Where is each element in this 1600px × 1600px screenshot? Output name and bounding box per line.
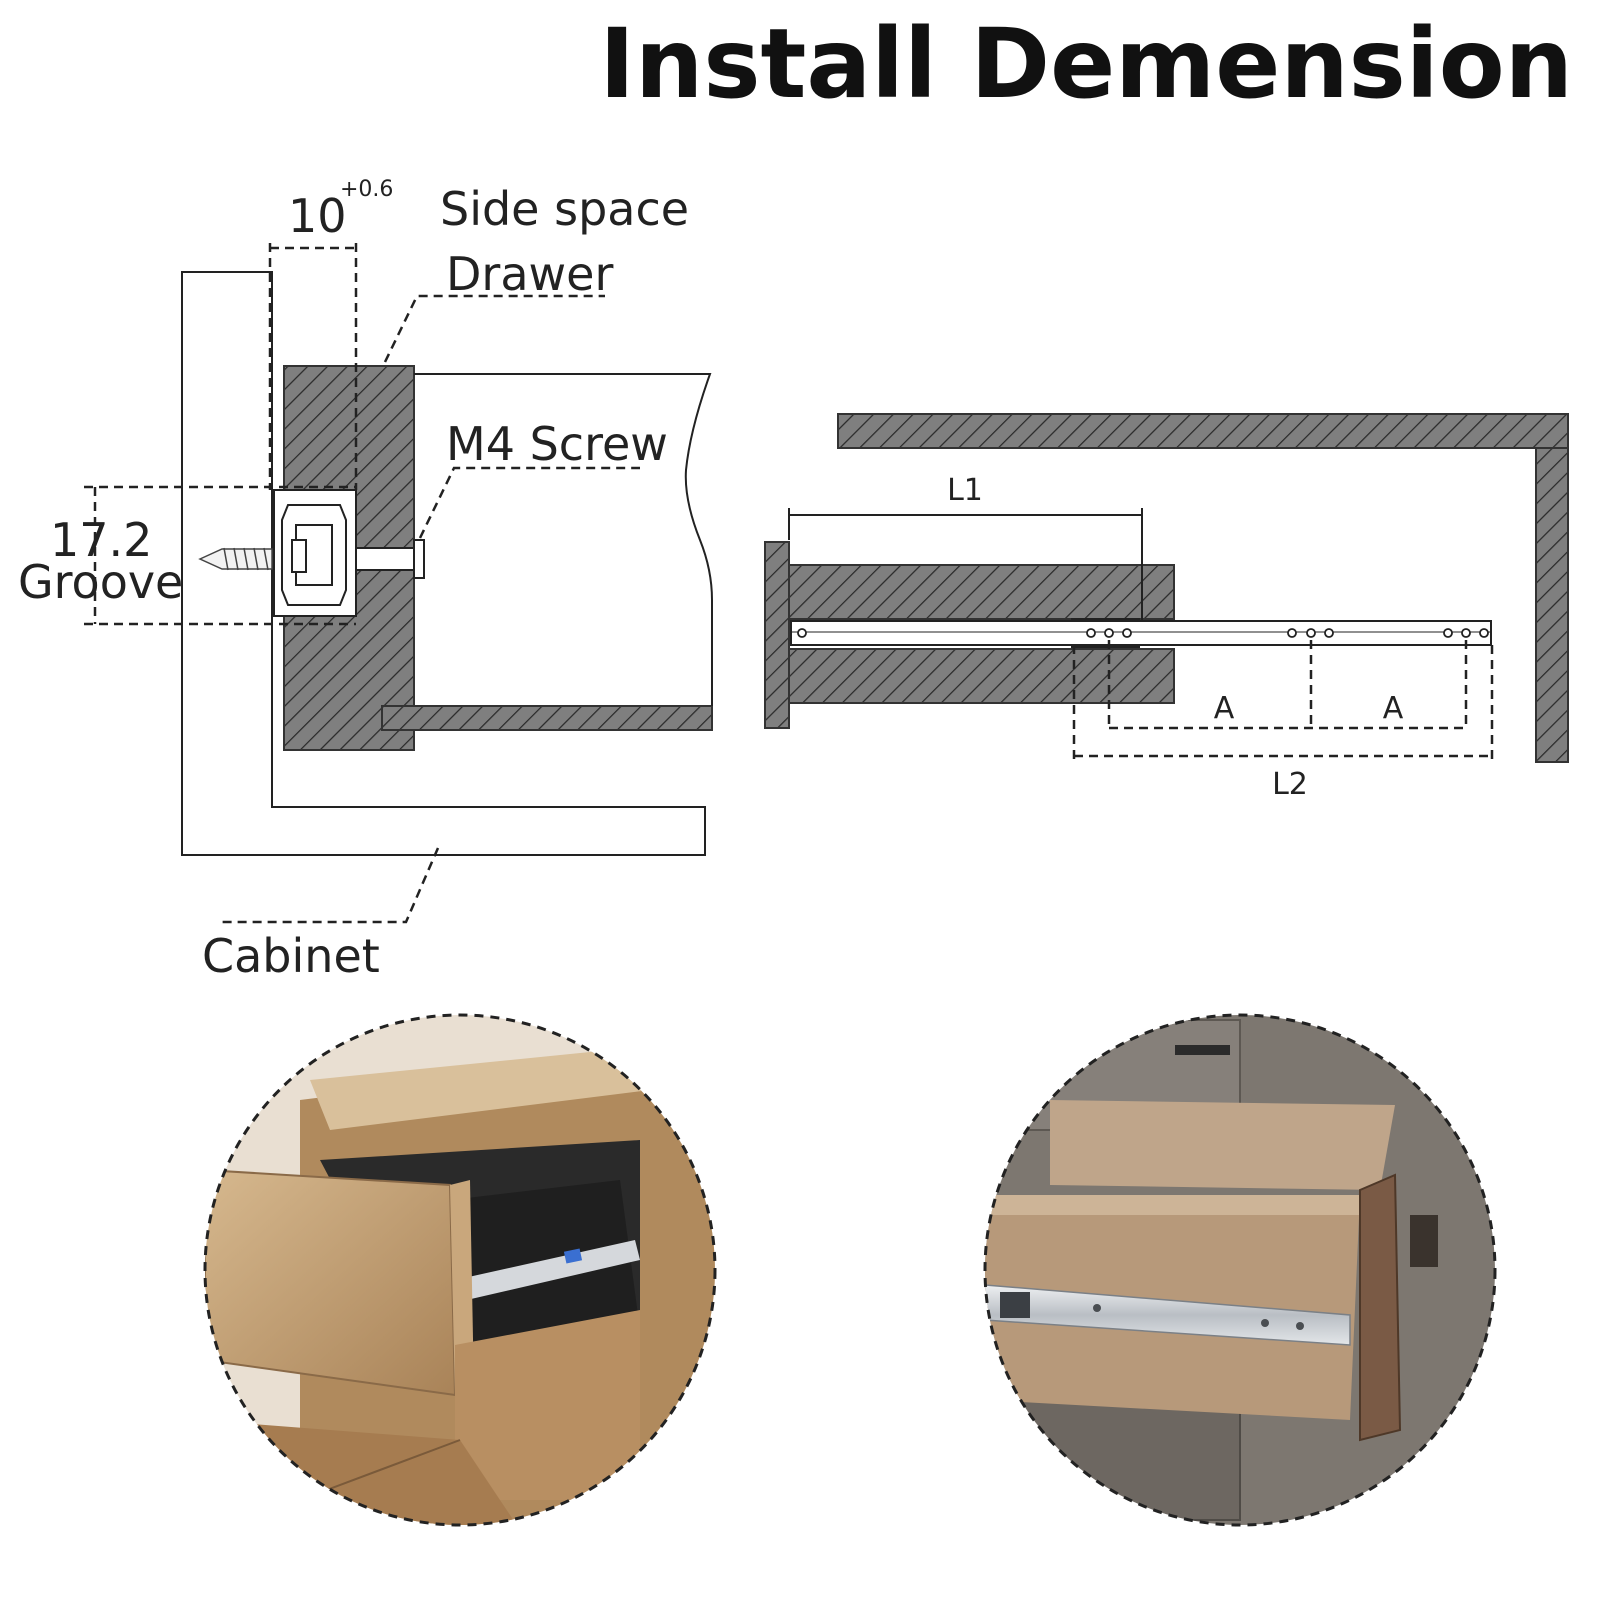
side-space-label: Side space	[440, 182, 689, 236]
side-space-tolerance: +0.6	[340, 177, 393, 202]
cross-section-diagram: 10 +0.6 Side space Drawer M4 Screw 17.2 …	[18, 177, 713, 983]
cabinet-label: Cabinet	[202, 929, 380, 983]
cabinet-outline	[181, 271, 706, 856]
screw-head	[413, 539, 425, 579]
slide-rail-icon	[790, 618, 1492, 648]
drawer-box-outline	[414, 373, 713, 706]
a-right-label: A	[1383, 691, 1404, 726]
drawer-photo-right	[983, 1013, 1497, 1527]
drawer-bottom-panel	[381, 705, 713, 731]
groove-dimension-lines	[84, 485, 356, 626]
groove-value: 17.2	[50, 513, 152, 567]
slide-rail-inner	[281, 504, 347, 606]
side-space-value: 10	[288, 189, 347, 243]
groove-label: Groove	[18, 555, 183, 609]
drawer-side-lower	[788, 648, 1175, 704]
side-space-dimension-lines	[268, 243, 358, 490]
drawer-front-panel	[764, 541, 790, 729]
l2-label: L2	[1272, 767, 1308, 802]
slide-rail-ball	[291, 539, 307, 573]
cabinet-leader-line	[220, 847, 440, 924]
drawer-photo-left	[203, 1013, 717, 1527]
a-dimension-lines	[1107, 640, 1468, 730]
cabinet-top-panel	[837, 413, 1569, 449]
photo-right-border	[983, 1013, 1497, 1527]
screw-icon	[198, 547, 273, 571]
l2-dimension-lines	[1072, 645, 1494, 760]
a-left-label: A	[1214, 691, 1235, 726]
m4-screw-leader-line	[418, 466, 640, 539]
drawer-side-upper	[788, 564, 1175, 620]
m4-screw-label: M4 Screw	[446, 417, 668, 471]
screw-shaft	[355, 547, 421, 571]
drawer-label: Drawer	[446, 247, 613, 301]
page-title: Install Demension	[599, 8, 1573, 120]
cabinet-back-panel	[1535, 447, 1569, 763]
drawer-leader-line	[383, 294, 605, 363]
l1-dimension-line	[788, 508, 1143, 620]
side-view-diagram: L1 A A L2	[764, 413, 1569, 802]
photo-left-border	[203, 1013, 717, 1527]
l1-label: L1	[947, 473, 983, 508]
